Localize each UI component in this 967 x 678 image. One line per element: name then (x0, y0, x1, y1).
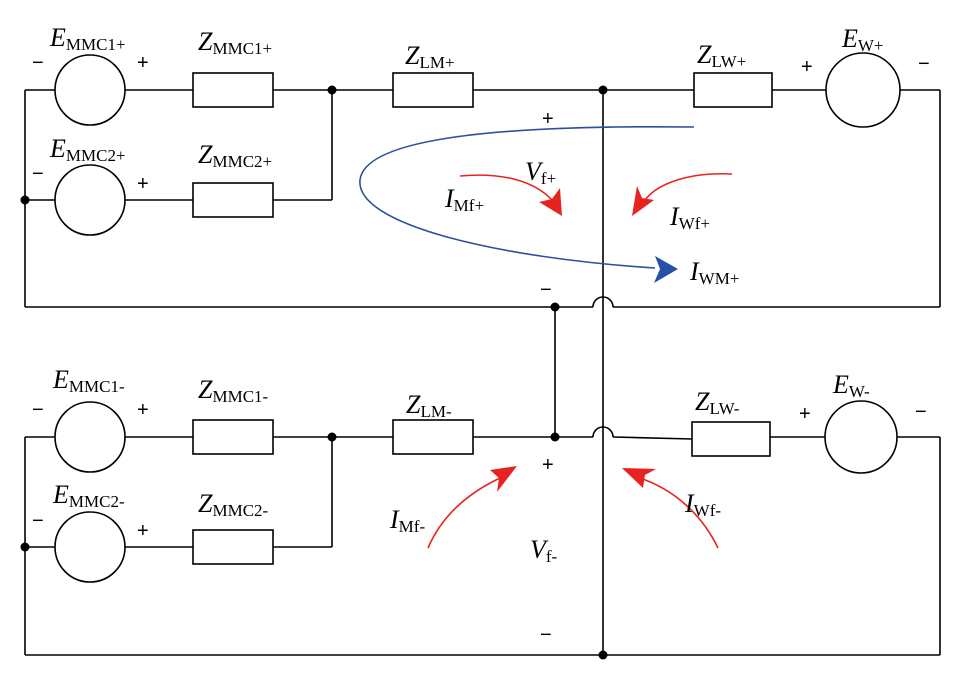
label-e-w-pos: EW+ (841, 24, 884, 55)
label-e-w-neg: EW- (832, 370, 870, 401)
fault-current-path-i-wf-pos (644, 172, 733, 201)
minus-sign-e-w-neg: − (915, 401, 927, 423)
label-i-wf-pos: IWf+ (669, 202, 710, 233)
impedance-z-mmc1-neg (192, 419, 274, 455)
plus-sign-v-f-neg: + (542, 454, 554, 476)
minus-sign-e-mmc1-pos: − (32, 52, 44, 74)
fault-current-path-i-mf-neg (427, 477, 501, 549)
label-z-mmc2-neg: ZMMC2- (198, 489, 269, 520)
label-e-mmc2-neg: EMMC2- (52, 480, 125, 511)
label-e-mmc1-neg: EMMC1- (52, 365, 125, 396)
label-v-f-pos: Vf+ (525, 157, 556, 188)
plus-sign-e-w-neg: + (799, 403, 811, 425)
plus-sign-e-mmc2-pos: + (137, 173, 149, 195)
impedance-z-lm-neg (392, 419, 474, 455)
circulating-current-path-i-wm-pos (359, 125, 695, 269)
impedance-z-lw-pos (693, 72, 773, 108)
plus-sign-v-f-pos: + (542, 108, 554, 130)
source-e-mmc1-neg (54, 401, 126, 473)
minus-sign-e-mmc2-neg: − (32, 510, 44, 532)
label-v-f-neg: Vf- (530, 535, 558, 566)
current-arrows (359, 125, 733, 549)
plus-sign-e-mmc2-neg: + (137, 520, 149, 542)
label-i-wm-pos: IWM+ (689, 257, 739, 288)
impedance-z-lw-neg (691, 421, 771, 457)
impedance-z-mmc2-neg (192, 529, 274, 565)
junction-dots (20, 85, 608, 660)
label-z-lw-neg: ZLW- (695, 387, 740, 418)
plus-sign-e-mmc1-neg: + (137, 399, 149, 421)
minus-sign-e-mmc2-pos: − (32, 163, 44, 185)
components (54, 52, 901, 583)
label-z-mmc1-neg: ZMMC1- (198, 375, 269, 406)
impedance-z-lm-pos (392, 72, 474, 108)
impedance-z-mmc1-pos (192, 72, 274, 108)
source-e-w-neg (824, 400, 898, 474)
source-e-mmc2-pos (54, 164, 126, 236)
impedance-z-mmc2-pos (192, 182, 274, 218)
label-e-mmc1-pos: EMMC1+ (49, 23, 126, 54)
label-e-mmc2-pos: EMMC2+ (49, 134, 126, 165)
fault-current-path-i-wf-neg (639, 477, 719, 549)
label-z-mmc1-pos: ZMMC1+ (198, 27, 272, 58)
source-e-mmc1-pos (54, 54, 126, 126)
label-z-mmc2-pos: ZMMC2+ (198, 140, 272, 171)
label-i-mf-neg: IMf- (389, 505, 425, 536)
plus-sign-e-w-pos: + (801, 56, 813, 78)
label-z-lm-pos: ZLM+ (405, 41, 455, 72)
plus-sign-e-mmc1-pos: + (137, 52, 149, 74)
source-e-w-pos (825, 52, 901, 128)
minus-sign-v-f-pos: − (540, 279, 552, 301)
label-i-mf-pos: IMf+ (444, 184, 484, 215)
label-z-lw-pos: ZLW+ (697, 40, 746, 71)
circulating-current-arrowhead (654, 256, 678, 283)
fault-branches (554, 90, 604, 655)
label-z-lm-neg: ZLM- (406, 390, 452, 421)
label-i-wf-neg: IWf- (684, 489, 721, 520)
fault-current-path-i-mf-pos (459, 174, 553, 201)
minus-sign-v-f-neg: − (540, 624, 552, 646)
minus-sign-e-w-pos: − (918, 53, 930, 75)
source-e-mmc2-neg (54, 511, 126, 583)
minus-sign-e-mmc1-neg: − (32, 399, 44, 421)
negative-circuit-wires (24, 426, 941, 656)
